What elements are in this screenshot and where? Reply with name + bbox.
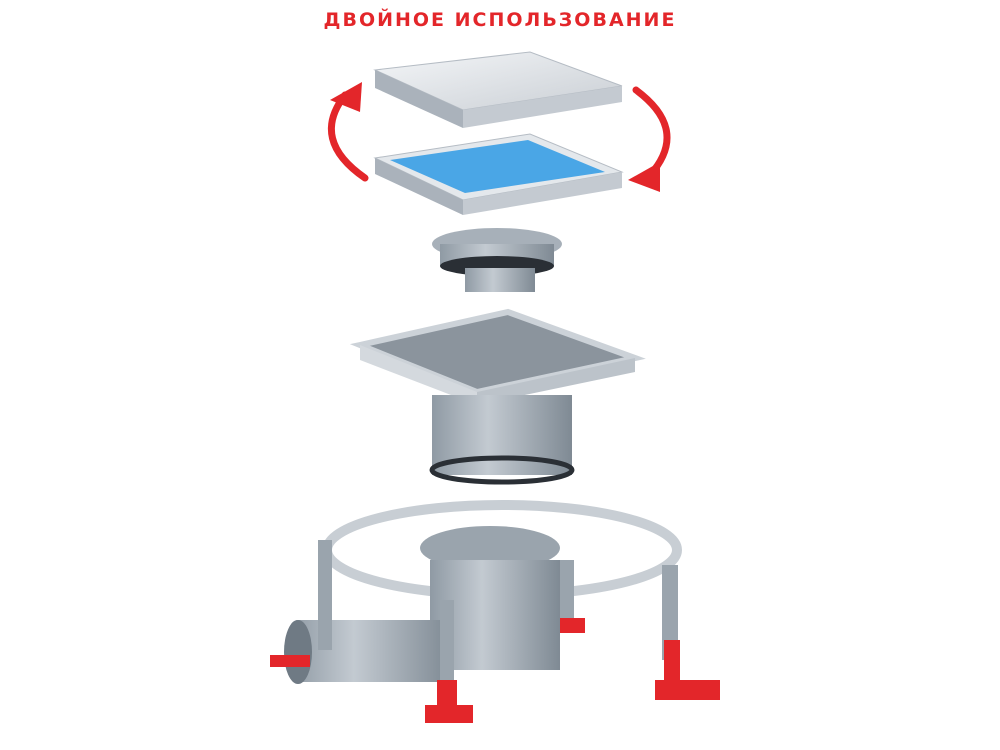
- drain-frame: [349, 308, 646, 485]
- adjustable-feet: [270, 618, 720, 723]
- tile-grate: [373, 133, 624, 215]
- headline: ДВОЙНОЕ ИСПОЛЬЗОВАНИЕ: [323, 9, 677, 31]
- siphon-insert: [432, 228, 562, 292]
- drain-body: [270, 500, 720, 723]
- solid-cover-plate: [373, 51, 623, 128]
